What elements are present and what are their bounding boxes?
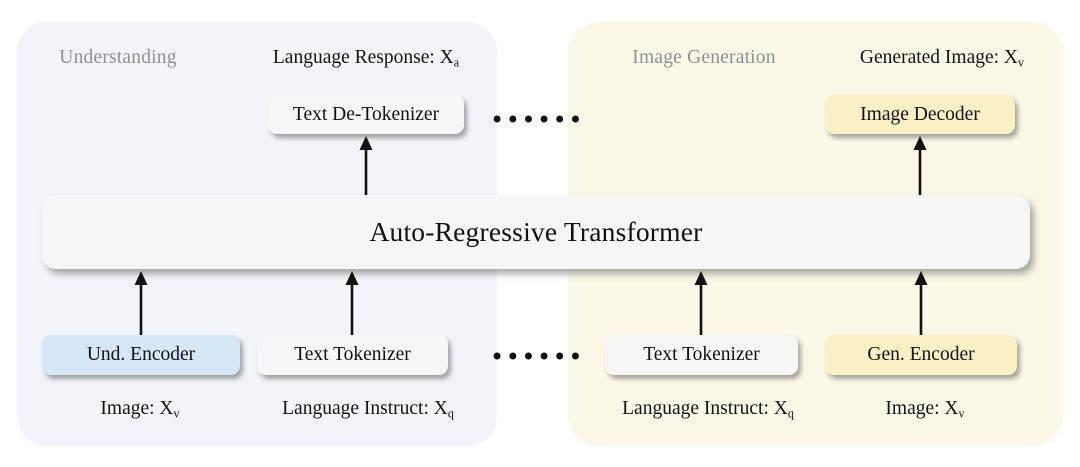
ellipsis-dots-top: •••••• xyxy=(490,106,584,134)
image-decoder-node: Image Decoder xyxy=(825,95,1015,134)
image-input-subscript-right: v xyxy=(958,406,965,421)
language-response-label: Language Response: Xa xyxy=(273,47,459,70)
language-instruct-subscript-left: q xyxy=(447,406,454,421)
text-detokenizer-node: Text De-Tokenizer xyxy=(268,95,464,134)
image-input-text: Image: X xyxy=(100,398,174,419)
gen-encoder-node: Gen. Encoder xyxy=(825,335,1017,375)
generated-image-label: Generated Image: Xv xyxy=(860,47,1024,70)
generated-image-text: Generated Image: X xyxy=(859,47,1019,68)
text-tokenizer-right-node: Text Tokenizer xyxy=(605,335,798,375)
language-instruct-text-left: Language Instruct: X xyxy=(282,398,448,419)
language-instruct-text-right: Language Instruct: X xyxy=(622,398,788,419)
auto-regressive-transformer-node: Auto-Regressive Transformer xyxy=(42,195,1030,269)
language-response-text: Language Response: X xyxy=(272,47,454,68)
image-generation-panel-title: Image Generation xyxy=(632,47,776,68)
und-encoder-node: Und. Encoder xyxy=(42,335,240,375)
language-instruct-label-understanding: Language Instruct: Xq xyxy=(282,398,454,421)
ellipsis-dots-bottom: •••••• xyxy=(490,343,584,371)
text-tokenizer-left-node: Text Tokenizer xyxy=(257,335,448,375)
understanding-panel-title: Understanding xyxy=(59,47,177,68)
generated-image-subscript: v xyxy=(1018,55,1025,70)
language-instruct-subscript-right: q xyxy=(787,406,794,421)
image-input-text-right: Image: X xyxy=(885,398,959,419)
image-input-subscript: v xyxy=(173,406,180,421)
language-instruct-label-generation: Language Instruct: Xq xyxy=(622,398,794,421)
language-response-subscript: a xyxy=(453,55,460,70)
image-input-label-generation: Image: Xv xyxy=(885,398,964,421)
image-input-label-understanding: Image: Xv xyxy=(100,398,179,421)
